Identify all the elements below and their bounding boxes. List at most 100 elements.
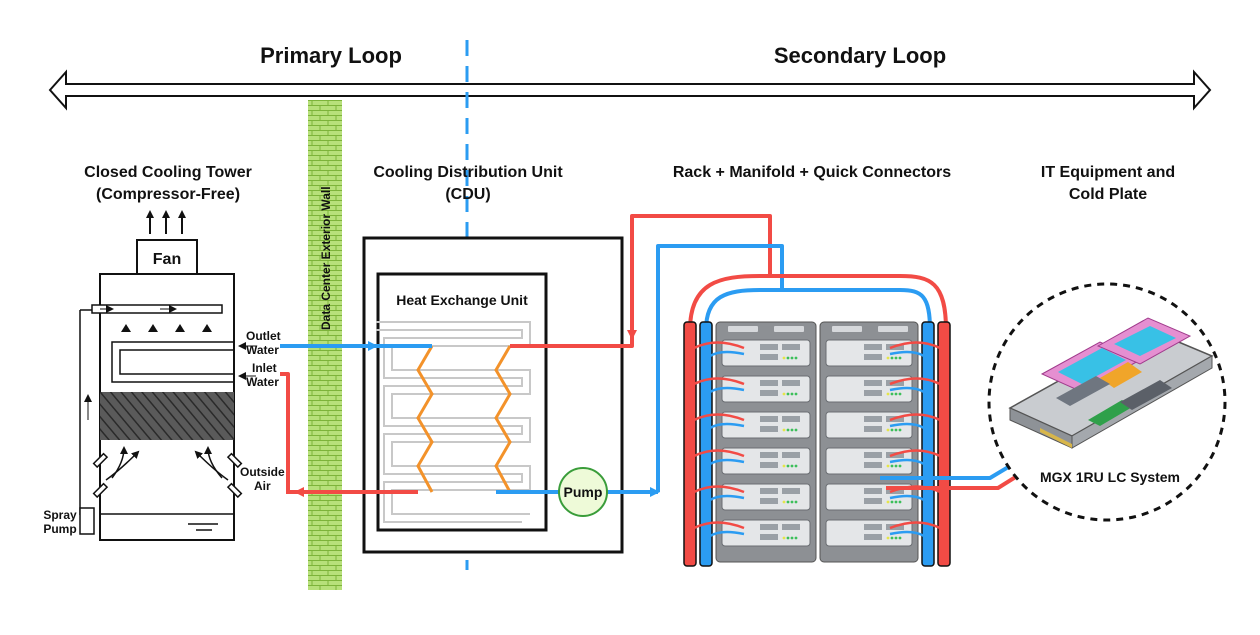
- hot-quick-connector-hose: [889, 413, 941, 422]
- status-led: [894, 536, 898, 540]
- it-title-line2: Cold Plate: [1069, 186, 1147, 203]
- drive-bay: [864, 488, 882, 494]
- status-led: [786, 428, 790, 432]
- hot-quick-connector-hose: [693, 341, 745, 350]
- status-led: [894, 392, 898, 396]
- status-led: [894, 464, 898, 468]
- drive-bay: [864, 344, 882, 350]
- status-led: [790, 356, 794, 360]
- cdu-title-line2: (CDU): [445, 186, 490, 203]
- status-led: [786, 500, 790, 504]
- status-led: [894, 356, 898, 360]
- status-led: [886, 500, 890, 504]
- status-led: [890, 428, 894, 432]
- cold-quick-connector-hose: [889, 386, 925, 394]
- hot-quick-connector-hose: [889, 449, 941, 458]
- fan-box: [136, 239, 198, 275]
- status-led: [782, 536, 786, 540]
- status-led: [786, 464, 790, 468]
- secondary-loop-label: Secondary Loop: [774, 43, 946, 68]
- status-led: [782, 356, 786, 360]
- drive-bay: [782, 344, 800, 350]
- hot-quick-connector-hose: [693, 413, 745, 422]
- drive-bay: [760, 380, 778, 386]
- drive-bay: [782, 452, 800, 458]
- drive-bay: [760, 498, 778, 504]
- rack-vent: [728, 326, 758, 332]
- status-led: [898, 500, 902, 504]
- outlet-water-line2: Water: [246, 343, 279, 357]
- it-equipment: MGX 1RU LC System: [987, 282, 1227, 522]
- server-board-image: [1008, 317, 1214, 449]
- cdu-pump: [558, 467, 608, 517]
- drive-bay: [864, 462, 882, 468]
- status-led: [890, 464, 894, 468]
- status-led: [782, 392, 786, 396]
- status-led: [886, 392, 890, 396]
- status-led: [790, 500, 794, 504]
- status-led: [886, 464, 890, 468]
- cold-quick-connector-hose: [889, 350, 925, 358]
- hot-quick-connector-hose: [693, 485, 745, 494]
- status-led: [894, 428, 898, 432]
- cold-quick-connector-hose: [709, 458, 745, 466]
- status-led: [782, 428, 786, 432]
- hot-quick-connector-hose: [693, 377, 745, 386]
- drive-bay: [760, 452, 778, 458]
- exterior-wall-label: Data Center Exterior Wall: [319, 186, 333, 330]
- cold-quick-connector-hose: [709, 530, 745, 538]
- drive-bay: [782, 524, 800, 530]
- rack-vent: [878, 326, 908, 332]
- spray-nozzles: [121, 324, 212, 332]
- drive-bay: [864, 354, 882, 360]
- status-led: [790, 428, 794, 432]
- status-led: [794, 500, 798, 504]
- drive-bay: [864, 534, 882, 540]
- manifold-blue-right: [921, 321, 935, 567]
- status-led: [794, 536, 798, 540]
- primary-loop-label: Primary Loop: [260, 43, 402, 68]
- status-led: [786, 392, 790, 396]
- heat-exchange-unit: [376, 272, 548, 532]
- loop-double-arrow: [48, 69, 1212, 111]
- cold-quick-connector-hose: [889, 494, 925, 502]
- status-led: [886, 536, 890, 540]
- cold-quick-connector-hose: [889, 422, 925, 430]
- status-led: [794, 356, 798, 360]
- status-led: [790, 392, 794, 396]
- drive-bay: [782, 488, 800, 494]
- status-led: [794, 428, 798, 432]
- cold-quick-connector-hose: [889, 530, 925, 538]
- hot-quick-connector-hose: [889, 341, 941, 350]
- hx-label: Heat Exchange Unit: [396, 292, 528, 308]
- air-inflow-arrows: [105, 446, 229, 481]
- status-led: [894, 500, 898, 504]
- tower-title-line1: Closed Cooling Tower: [84, 164, 252, 181]
- drive-bay: [760, 534, 778, 540]
- status-led: [790, 464, 794, 468]
- status-led: [890, 500, 894, 504]
- status-led: [782, 464, 786, 468]
- pump-label: Pump: [564, 484, 603, 500]
- status-led: [898, 356, 902, 360]
- spray-pump: [79, 507, 95, 535]
- rack-assembly: [683, 321, 951, 567]
- drive-bay: [864, 452, 882, 458]
- cold-quick-connector-hose: [889, 458, 925, 466]
- drive-bay: [760, 416, 778, 422]
- status-led: [890, 536, 894, 540]
- rack-title: Rack + Manifold + Quick Connectors: [673, 164, 951, 181]
- fill-media: [100, 392, 234, 440]
- outside-air-line1: Outside: [240, 465, 285, 479]
- status-led: [898, 536, 902, 540]
- cold-quick-connector-hose: [709, 422, 745, 430]
- hx-coil-right: [494, 345, 512, 493]
- spray-pump-label-line1: Spray: [43, 508, 77, 522]
- drive-bay: [864, 426, 882, 432]
- manifold-blue-left: [699, 321, 713, 567]
- cooling-tower: Fan: [43, 210, 285, 541]
- spray-pump-label-line2: Pump: [43, 522, 76, 536]
- manifold-red-left: [683, 321, 697, 567]
- cold-quick-connector-hose: [709, 494, 745, 502]
- status-led: [898, 392, 902, 396]
